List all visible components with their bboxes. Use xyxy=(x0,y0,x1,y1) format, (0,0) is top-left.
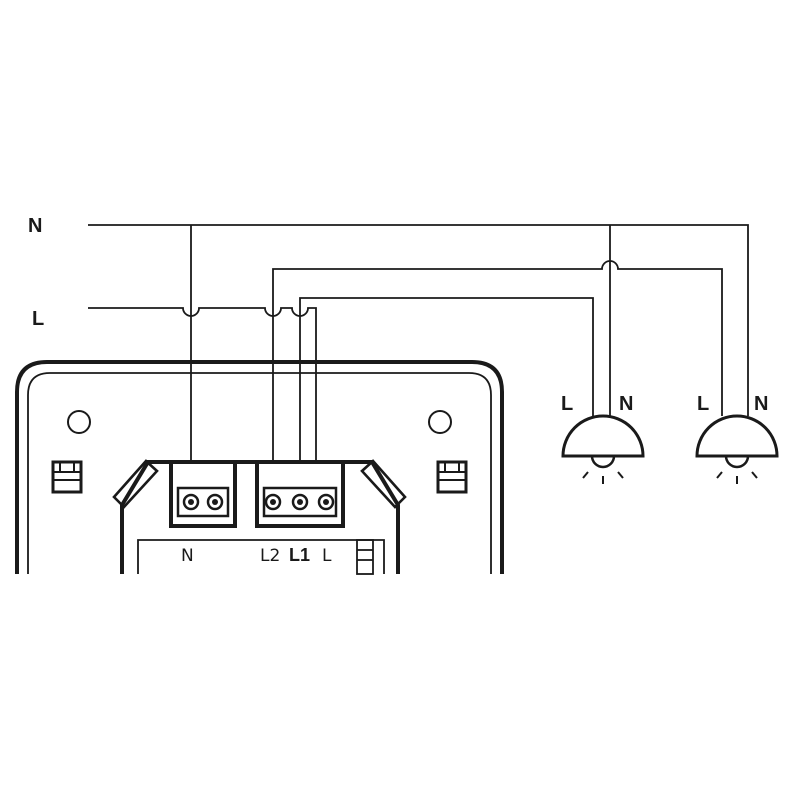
terminal-label-n: N xyxy=(181,546,194,566)
clip-right xyxy=(436,460,468,494)
lamp-2-light-rays xyxy=(716,471,758,484)
lamp-2-l-label: L xyxy=(697,393,709,415)
terminal-label-l1: L1 xyxy=(289,545,310,565)
neutral-bus-wire xyxy=(88,224,749,462)
line-bus-wire xyxy=(88,307,317,462)
lamp-2: L N xyxy=(695,393,779,484)
terminal-block-l xyxy=(255,460,345,528)
lamp-2-shade xyxy=(695,414,779,458)
terminal-label-l2: L2 xyxy=(260,546,280,566)
switch-plate xyxy=(15,360,504,574)
lamp-1-light-rays xyxy=(582,471,624,484)
l2-output-wire xyxy=(272,260,723,462)
mains-line-label: L xyxy=(32,308,44,330)
mains-neutral-label: N xyxy=(28,215,42,237)
lamp-1-l-label: L xyxy=(561,393,573,415)
clip-left xyxy=(51,460,83,494)
terminal-label-l: L xyxy=(322,546,332,566)
lamp-1-bulb xyxy=(590,455,616,469)
l1-output-wire xyxy=(299,297,594,462)
lamp-1: L N xyxy=(561,393,645,484)
mounting-hole-left xyxy=(67,410,91,434)
lamp-2-n-label: N xyxy=(754,393,768,415)
mounting-hole-right xyxy=(428,410,452,434)
lamp-1-n-label: N xyxy=(619,393,633,415)
lamp-2-bulb xyxy=(724,455,750,469)
lamp-1-shade xyxy=(561,414,645,458)
terminal-block-n xyxy=(169,460,237,528)
